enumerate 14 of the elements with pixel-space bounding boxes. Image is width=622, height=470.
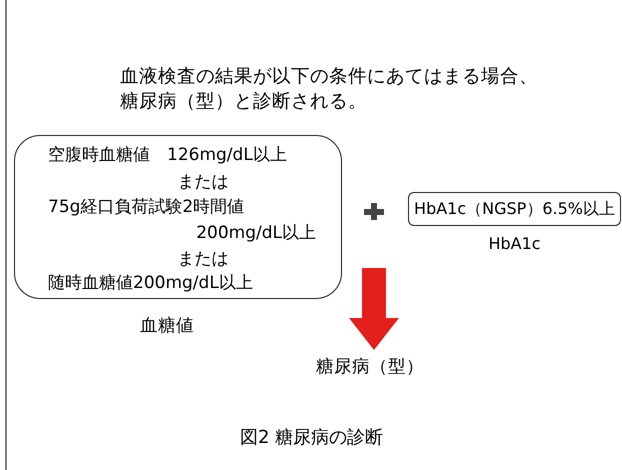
instruction-text: 血液検査の結果が以下の条件にあてはまる場合、糖尿病（型）と診断される。 [120, 65, 539, 114]
condition-text: 75g経口負荷試験2時間値 200mg/dL以上 [48, 196, 316, 245]
arrow [349, 268, 399, 350]
criteria-box [14, 135, 342, 299]
condition-text: 空腹時血糖値 126mg/dL以上 [48, 144, 287, 167]
connector-word: または [176, 248, 230, 271]
caption-text: HbA1c [487, 234, 542, 253]
caption-text: 血糖値 [140, 315, 194, 337]
condition-text: 随時血糖値200mg/dL以上 [48, 272, 253, 295]
criteria-text: HbA1c（NGSP）6.5%以上 [413, 198, 616, 220]
criteria-box [408, 192, 621, 226]
connector-word: または [176, 171, 230, 194]
diagnosis-text: 糖尿病（型） [316, 356, 424, 379]
figure-caption: 図2 糖尿病の診断 [240, 426, 384, 450]
